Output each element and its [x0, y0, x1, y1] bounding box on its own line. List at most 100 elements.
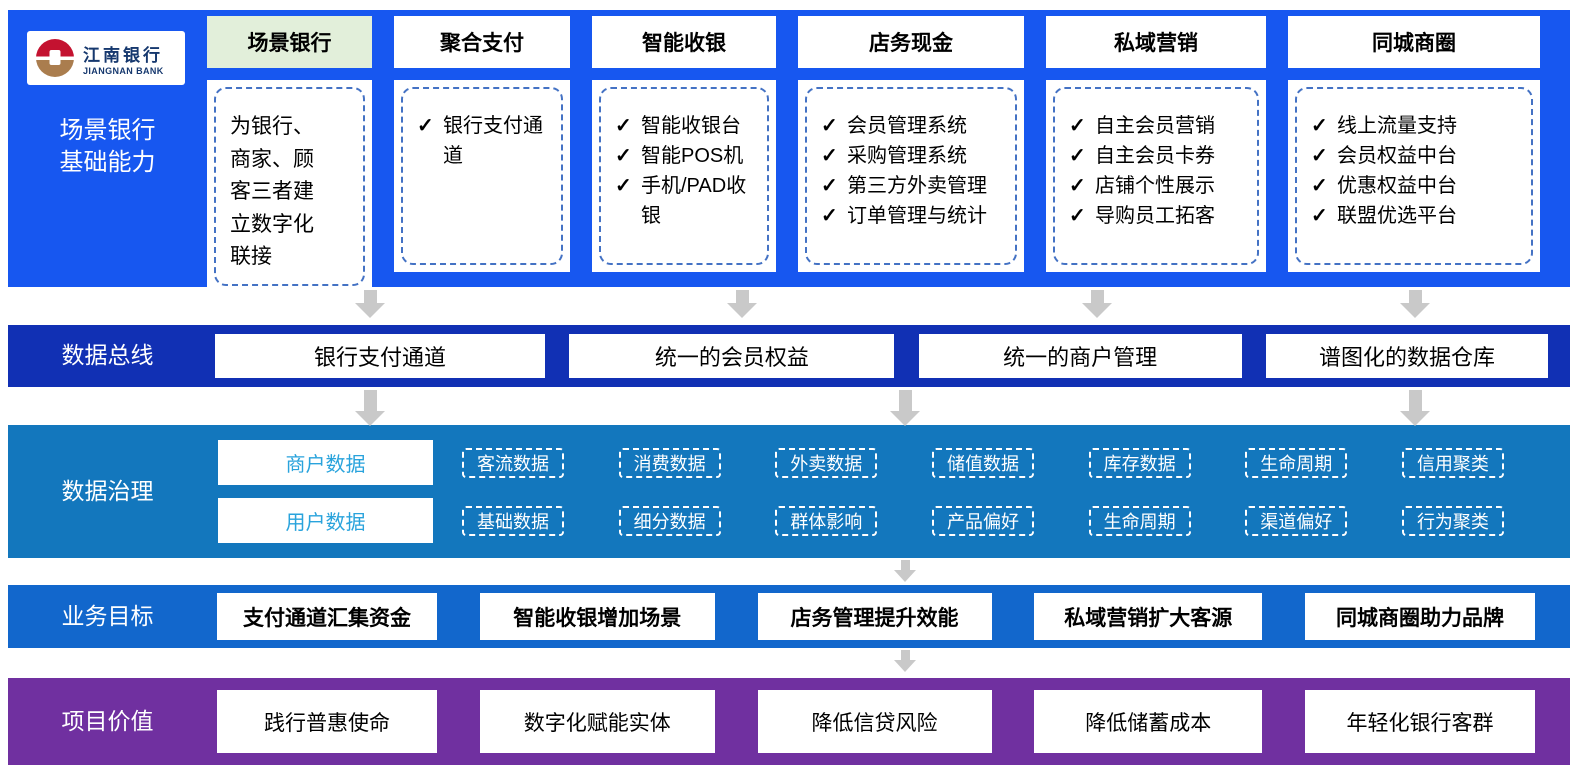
- capability-column: 私域营销✓自主会员营销✓自主会员卡券✓店铺个性展示✓导购员工拓客: [1046, 16, 1266, 272]
- project-value-box: 数字化赋能实体: [479, 690, 715, 753]
- capability-column: 聚合支付 ✓ 银行支付通道: [394, 16, 570, 272]
- data-bus-label: 数据总线: [61, 342, 154, 369]
- check-icon: ✓: [1069, 145, 1086, 167]
- bank-name-en: JIANGNAN BANK: [83, 65, 164, 76]
- data-chip: 行为聚类: [1401, 505, 1504, 536]
- data-chip: 生命周期: [1245, 447, 1348, 478]
- capability-item: ✓ 手机/PAD收银: [615, 171, 757, 231]
- column-panel: ✓自主会员营销✓自主会员卡券✓店铺个性展示✓导购员工拓客: [1046, 80, 1266, 272]
- project-values-label: 项目价值: [61, 707, 154, 734]
- column-panel: ✓ 会员管理系统 ✓ 采购管理系统 ✓ 第三方外卖管理 ✓订单管理与统计: [798, 80, 1024, 272]
- business-goal-box: 同城商圈助力品牌: [1305, 593, 1535, 640]
- data-chip: 客流数据: [462, 447, 564, 478]
- column-items-box: 为银行、商家、顾客三者建立数字化联接: [214, 87, 365, 286]
- capability-item-label: 智能收银台: [641, 115, 741, 137]
- data-chip: 产品偏好: [931, 505, 1034, 536]
- check-icon: ✓: [1311, 205, 1328, 227]
- capability-item-label: 智能POS机: [641, 145, 744, 167]
- bank-logo-icon: [36, 39, 74, 77]
- data-category-box: 用户数据: [218, 498, 433, 543]
- business-goal-box: 私域营销扩大客源: [1034, 593, 1263, 640]
- bank-logo: 江南银行 JIANGNAN BANK: [27, 31, 185, 85]
- data-bus-gutter: 数据总线: [8, 325, 207, 387]
- data-governance-row: 用户数据基础数据细分数据群体影响产品偏好生命周期渠道偏好行为聚类: [207, 498, 1570, 543]
- check-icon: ✓: [1069, 115, 1086, 137]
- project-value-box: 降低信贷风险: [757, 690, 992, 753]
- business-goal-box: 智能收银增加场景: [479, 593, 715, 640]
- check-icon: ✓: [1069, 175, 1086, 197]
- project-value-box: 年轻化银行客群: [1305, 690, 1535, 753]
- data-chip: 外卖数据: [775, 447, 878, 478]
- column-header: 同城商圈: [1288, 16, 1540, 68]
- data-chip: 细分数据: [618, 505, 721, 536]
- data-chip: 信用聚类: [1401, 447, 1504, 478]
- down-arrow-icon: [1082, 290, 1112, 318]
- capability-item-label: 会员管理系统: [847, 115, 967, 137]
- data-governance-band: 数据治理 商户数据客流数据消费数据外卖数据储值数据库存数据生命周期信用聚类用户数…: [8, 425, 1570, 558]
- data-governance-label: 数据治理: [61, 477, 154, 504]
- capability-columns: 场景银行为银行、商家、顾客三者建立数字化联接聚合支付✓银行支付通道智能收银✓智能…: [207, 10, 1570, 293]
- arrow-head: [894, 570, 916, 582]
- capability-item: ✓线上流量支持: [1311, 111, 1521, 141]
- capability-item: ✓优惠权益中台: [1311, 171, 1521, 201]
- arrow-stem: [900, 650, 910, 660]
- down-arrow-icon: [355, 390, 385, 426]
- column-panel: 为银行、商家、顾客三者建立数字化联接: [207, 80, 372, 293]
- arrow-head: [894, 660, 916, 672]
- project-value-box: 践行普惠使命: [217, 690, 437, 753]
- column-panel: ✓ 银行支付通道: [394, 80, 570, 272]
- column-items-box: ✓智能收银台✓智能POS机✓手机/PAD收银: [599, 87, 769, 265]
- check-icon: ✓: [1311, 115, 1328, 137]
- down-arrow-icon: [727, 290, 757, 318]
- data-bus-box: 银行支付通道: [215, 334, 545, 378]
- capability-item-label: 手机/PAD收银: [641, 175, 747, 227]
- capability-item: ✓ 智能收银台: [615, 111, 757, 141]
- column-header: 聚合支付: [394, 16, 570, 68]
- check-icon: ✓: [821, 175, 838, 197]
- arrow-head: [355, 303, 385, 318]
- check-icon: ✓: [417, 115, 434, 137]
- check-icon: ✓: [615, 115, 632, 137]
- column-header: 私域营销: [1046, 16, 1266, 68]
- column-items-box: ✓自主会员营销✓自主会员卡券✓店铺个性展示✓导购员工拓客: [1053, 87, 1259, 265]
- capability-item: ✓ 第三方外卖管理: [821, 171, 1005, 201]
- data-chip: 生命周期: [1088, 505, 1191, 536]
- arrow-stem: [363, 290, 377, 303]
- capability-item-label: 第三方外卖管理: [847, 175, 987, 197]
- capability-item: ✓自主会员卡券: [1069, 141, 1247, 171]
- data-chip: 渠道偏好: [1245, 505, 1348, 536]
- business-goal-box: 店务管理提升效能: [757, 593, 992, 640]
- capability-item-label: 优惠权益中台: [1337, 175, 1457, 197]
- business-goals-boxes: 支付通道汇集资金智能收银增加场景店务管理提升效能私域营销扩大客源同城商圈助力品牌: [207, 585, 1570, 648]
- capability-column: 店务现金 ✓ 会员管理系统 ✓ 采购管理系统 ✓ 第三方外卖管理 ✓订单管理与统计: [798, 16, 1024, 272]
- capability-item: ✓会员权益中台: [1311, 141, 1521, 171]
- column-header: 店务现金: [798, 16, 1024, 68]
- capability-item: ✓ 自主会员营销: [1069, 111, 1247, 141]
- check-icon: ✓: [821, 205, 838, 227]
- arrow-head: [1400, 303, 1430, 318]
- flow-arrow-row-4: [0, 648, 1578, 678]
- capability-item-label: 银行支付通道: [443, 115, 543, 167]
- capability-column: 场景银行为银行、商家、顾客三者建立数字化联接: [207, 16, 372, 293]
- capability-item: ✓联盟优选平台: [1311, 201, 1521, 231]
- capability-item-label: 店铺个性展示: [1095, 175, 1215, 197]
- down-arrow-icon: [894, 650, 916, 672]
- down-arrow-icon: [355, 290, 385, 318]
- data-bus-box: 统一的商户管理: [918, 334, 1242, 378]
- bank-logo-text: 江南银行 JIANGNAN BANK: [83, 41, 164, 76]
- down-arrow-icon: [894, 560, 916, 582]
- arrow-head: [1082, 303, 1112, 318]
- business-goals-band: 业务目标 支付通道汇集资金智能收银增加场景店务管理提升效能私域营销扩大客源同城商…: [8, 585, 1570, 648]
- capability-item-label: 自主会员营销: [1095, 115, 1215, 137]
- capability-item-label: 采购管理系统: [847, 145, 967, 167]
- check-icon: ✓: [821, 115, 838, 137]
- check-icon: ✓: [615, 175, 632, 197]
- capability-item: ✓ 银行支付通道: [417, 111, 551, 171]
- arrow-stem: [363, 390, 377, 411]
- arrow-head: [890, 411, 920, 426]
- capability-item: ✓订单管理与统计: [821, 201, 1005, 231]
- arrow-stem: [1090, 290, 1104, 303]
- check-icon: ✓: [1311, 145, 1328, 167]
- data-bus-band: 数据总线 银行支付通道统一的会员权益统一的商户管理谱图化的数据仓库: [8, 325, 1570, 387]
- down-arrow-icon: [1400, 290, 1430, 318]
